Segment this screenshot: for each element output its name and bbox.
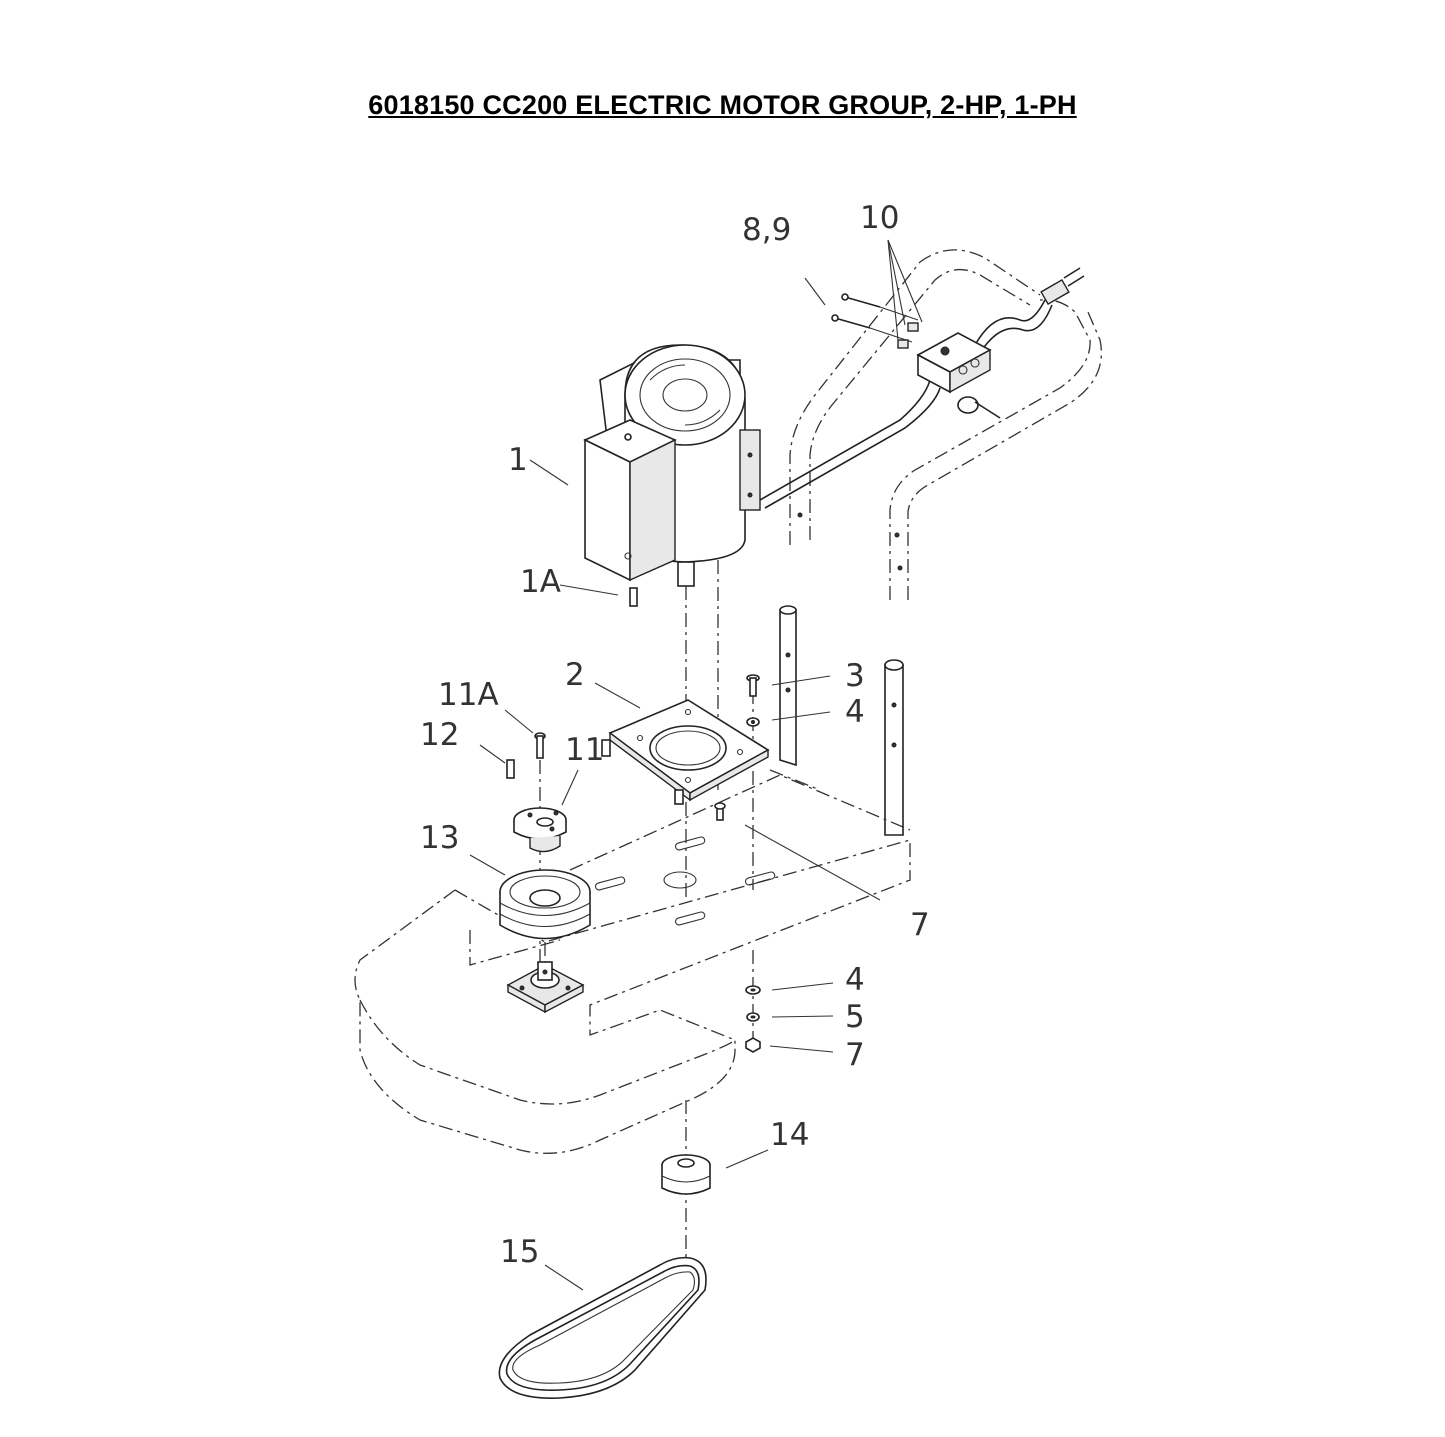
callout-10: 10 <box>860 200 899 236</box>
handle-frame <box>789 249 1102 600</box>
callout-4-top: 4 <box>845 694 865 730</box>
screws-8-9 <box>831 293 919 349</box>
callout-12: 12 <box>420 717 459 753</box>
callout-15: 15 <box>500 1234 539 1270</box>
callout-13: 13 <box>420 820 459 856</box>
pulley-14 <box>661 1154 711 1195</box>
drive-belt-15 <box>498 1256 707 1399</box>
callout-2: 2 <box>565 657 585 693</box>
screw-11a <box>534 732 546 759</box>
flange-bearing <box>506 961 585 1014</box>
diagram-title: 6018150 CC200 ELECTRIC MOTOR GROUP, 2-HP… <box>368 90 1077 120</box>
switch-box <box>916 332 1001 419</box>
callout-7-deck: 7 <box>910 907 930 943</box>
upright-tubes <box>779 605 904 836</box>
callout-1a: 1A <box>520 564 561 600</box>
deck-base <box>354 769 911 1154</box>
motor-mount-plate <box>601 699 770 805</box>
callout-labels: 1 1A 2 3 4 11A 12 11 13 7 4 5 7 14 15 8,… <box>420 200 930 1270</box>
callout-8-9: 8,9 <box>742 212 791 248</box>
callout-14: 14 <box>770 1117 809 1153</box>
callout-1: 1 <box>508 442 528 478</box>
callout-11a: 11A <box>438 677 499 713</box>
callout-5: 5 <box>845 999 865 1035</box>
bushing-11 <box>513 807 567 853</box>
callout-11: 11 <box>565 732 604 768</box>
leader-lines <box>469 239 923 1291</box>
callout-7-nut: 7 <box>845 1037 865 1073</box>
washer-lockwasher-nut <box>745 985 761 1053</box>
key-12 <box>506 759 515 779</box>
key-1a <box>629 587 638 607</box>
power-cord <box>759 267 1085 509</box>
callout-4-bottom: 4 <box>845 962 865 998</box>
electric-motor <box>583 344 761 587</box>
screw-3 <box>714 674 760 821</box>
pulley-13 <box>499 869 591 940</box>
callout-3: 3 <box>845 658 865 694</box>
